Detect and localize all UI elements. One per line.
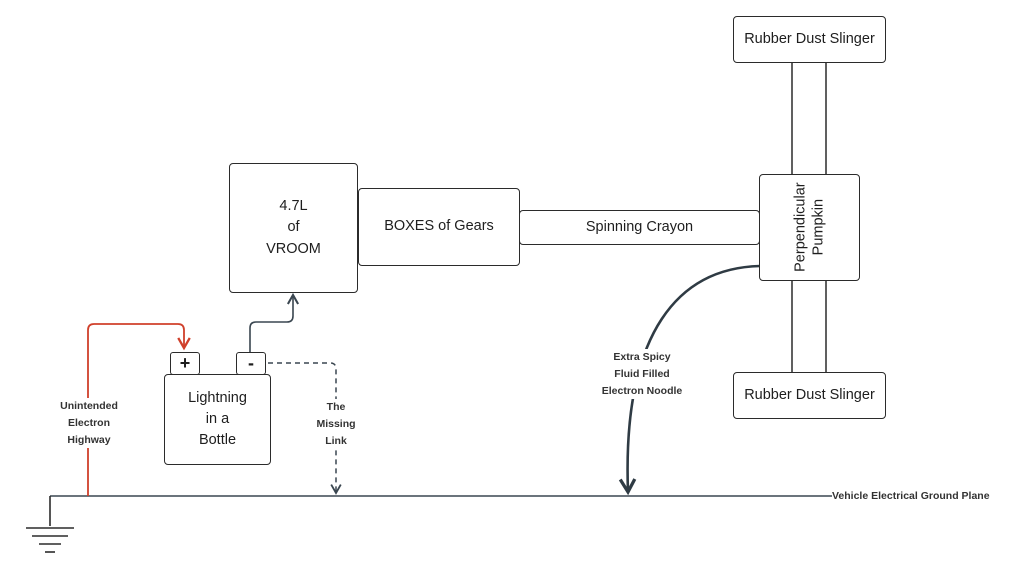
- axle-bottom: [791, 280, 827, 372]
- battery-positive-label: +: [179, 353, 191, 373]
- tire-top-label: Rubber Dust Slinger: [744, 30, 875, 47]
- battery-label: Lightning in a Bottle: [188, 389, 247, 448]
- differential-box: Perpendicular Pumpkin: [759, 174, 860, 281]
- axle-top: [791, 62, 827, 174]
- gearbox-label: BOXES of Gears: [384, 218, 494, 235]
- battery-box: Lightning in a Bottle: [164, 374, 271, 465]
- engine-label: 4.7L of VROOM: [266, 198, 321, 257]
- missing-link-label: The Missing Link: [306, 399, 366, 450]
- fluid-line: [618, 264, 761, 496]
- battery-negative-terminal: -: [236, 352, 266, 375]
- tire-top-box: Rubber Dust Slinger: [733, 16, 886, 63]
- ground-symbol-icon: [26, 496, 74, 553]
- fluid-line-label: Extra Spicy Fluid Filled Electron Noodle: [586, 349, 698, 400]
- battery-positive-terminal: +: [170, 352, 200, 375]
- engine-box: 4.7L of VROOM: [229, 163, 358, 293]
- tire-bottom-box: Rubber Dust Slinger: [733, 372, 886, 419]
- missing-link-wire: [268, 362, 342, 495]
- battery-to-engine-wire: [249, 292, 300, 352]
- driveshaft-box: Spinning Crayon: [519, 210, 760, 245]
- red-wire: [87, 323, 191, 496]
- red-wire-label: Unintended Electron Highway: [50, 398, 128, 449]
- differential-label: Perpendicular Pumpkin: [792, 182, 827, 273]
- ground-plane-label: Vehicle Electrical Ground Plane: [832, 488, 1018, 505]
- gearbox-box: BOXES of Gears: [358, 188, 520, 266]
- battery-negative-label: -: [248, 353, 254, 373]
- tire-bottom-label: Rubber Dust Slinger: [744, 386, 875, 403]
- driveshaft-label: Spinning Crayon: [585, 218, 694, 235]
